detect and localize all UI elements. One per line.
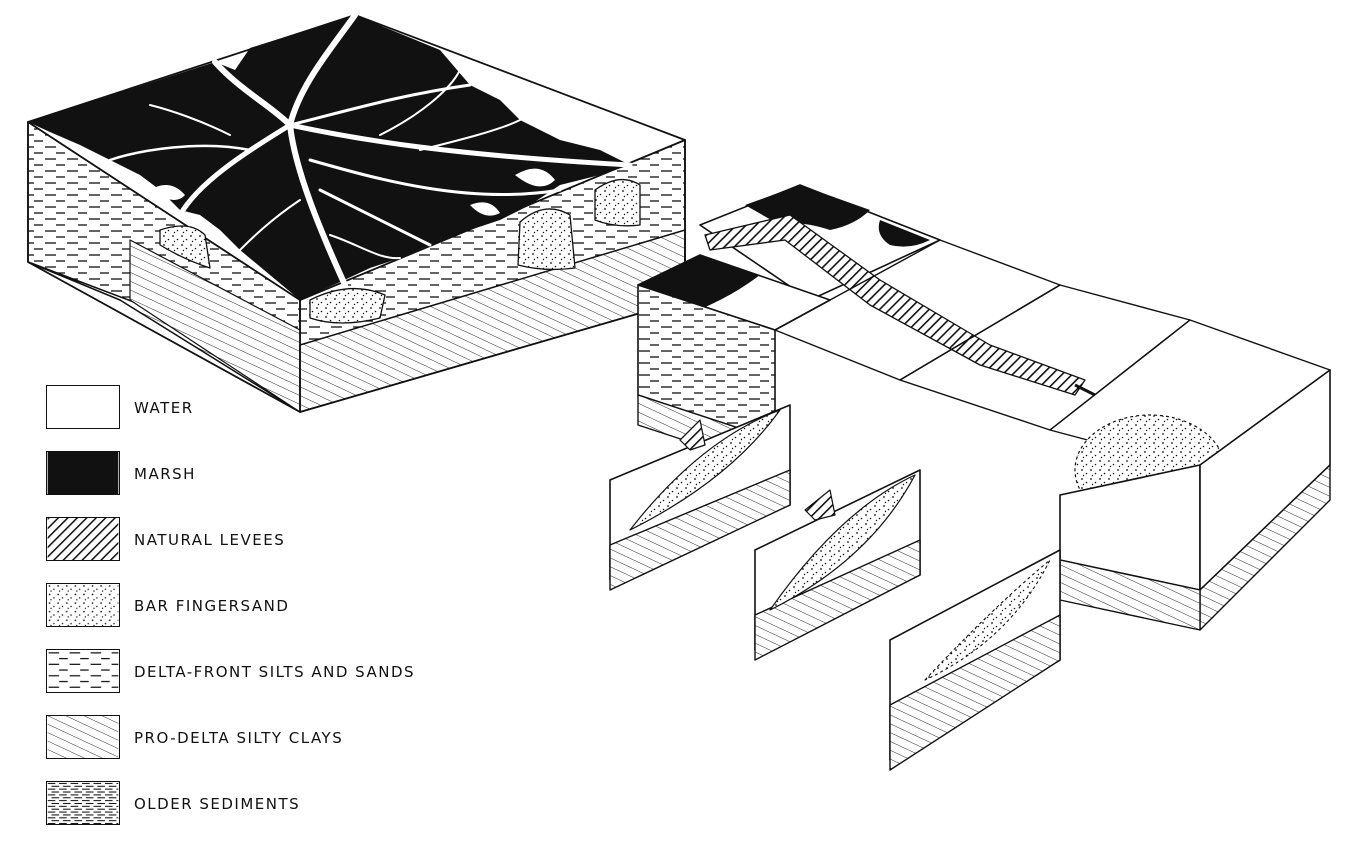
legend-item-pro-delta: PRO-DELTA SILTY CLAYS bbox=[46, 715, 466, 763]
marsh-area-left bbox=[28, 15, 630, 300]
water-pocket bbox=[515, 168, 555, 187]
legend-item-bar: BAR FINGERSAND bbox=[46, 583, 466, 631]
cross-section-2 bbox=[754, 469, 921, 661]
bar-fingersand-left-1 bbox=[159, 225, 211, 269]
swatch-water bbox=[46, 385, 120, 429]
legend-label: BAR FINGERSAND bbox=[134, 597, 290, 615]
swatch-delta-front bbox=[46, 649, 120, 693]
delta-block-left bbox=[27, 12, 686, 413]
legend-label: PRO-DELTA SILTY CLAYS bbox=[134, 729, 344, 747]
water-pocket bbox=[150, 185, 185, 200]
swatch-pro-delta bbox=[46, 715, 120, 759]
legend-item-older: OLDER SEDIMENTS bbox=[46, 781, 466, 829]
delta-block-right bbox=[609, 184, 1331, 771]
legend-label: DELTA-FRONT SILTS AND SANDS bbox=[134, 663, 416, 681]
legend-label: MARSH bbox=[134, 465, 196, 483]
legend-label: OLDER SEDIMENTS bbox=[134, 795, 301, 813]
slice-block-2-top bbox=[899, 284, 1191, 431]
swatch-levees bbox=[46, 517, 120, 561]
legend-item-marsh: MARSH bbox=[46, 451, 466, 499]
legend-item-levees: NATURAL LEVEES bbox=[46, 517, 466, 565]
legend-label: WATER bbox=[134, 399, 194, 417]
legend-item-delta-front: DELTA-FRONT SILTS AND SANDS bbox=[46, 649, 466, 697]
legend-item-water: WATER bbox=[46, 385, 466, 433]
cross-section-1 bbox=[609, 404, 791, 591]
distributary-channels-left bbox=[108, 12, 633, 288]
swatch-marsh bbox=[46, 451, 120, 495]
bar-fingersand-left-3 bbox=[517, 208, 576, 271]
bar-fingersand-left-2 bbox=[309, 287, 386, 324]
legend-label: NATURAL LEVEES bbox=[134, 531, 286, 549]
water-pocket bbox=[470, 202, 500, 216]
natural-levee-channel bbox=[704, 214, 1086, 396]
bar-fingersand-left-4 bbox=[594, 178, 641, 227]
swatch-bar bbox=[46, 583, 120, 627]
cross-section-3 bbox=[889, 549, 1061, 771]
swatch-older bbox=[46, 781, 120, 825]
